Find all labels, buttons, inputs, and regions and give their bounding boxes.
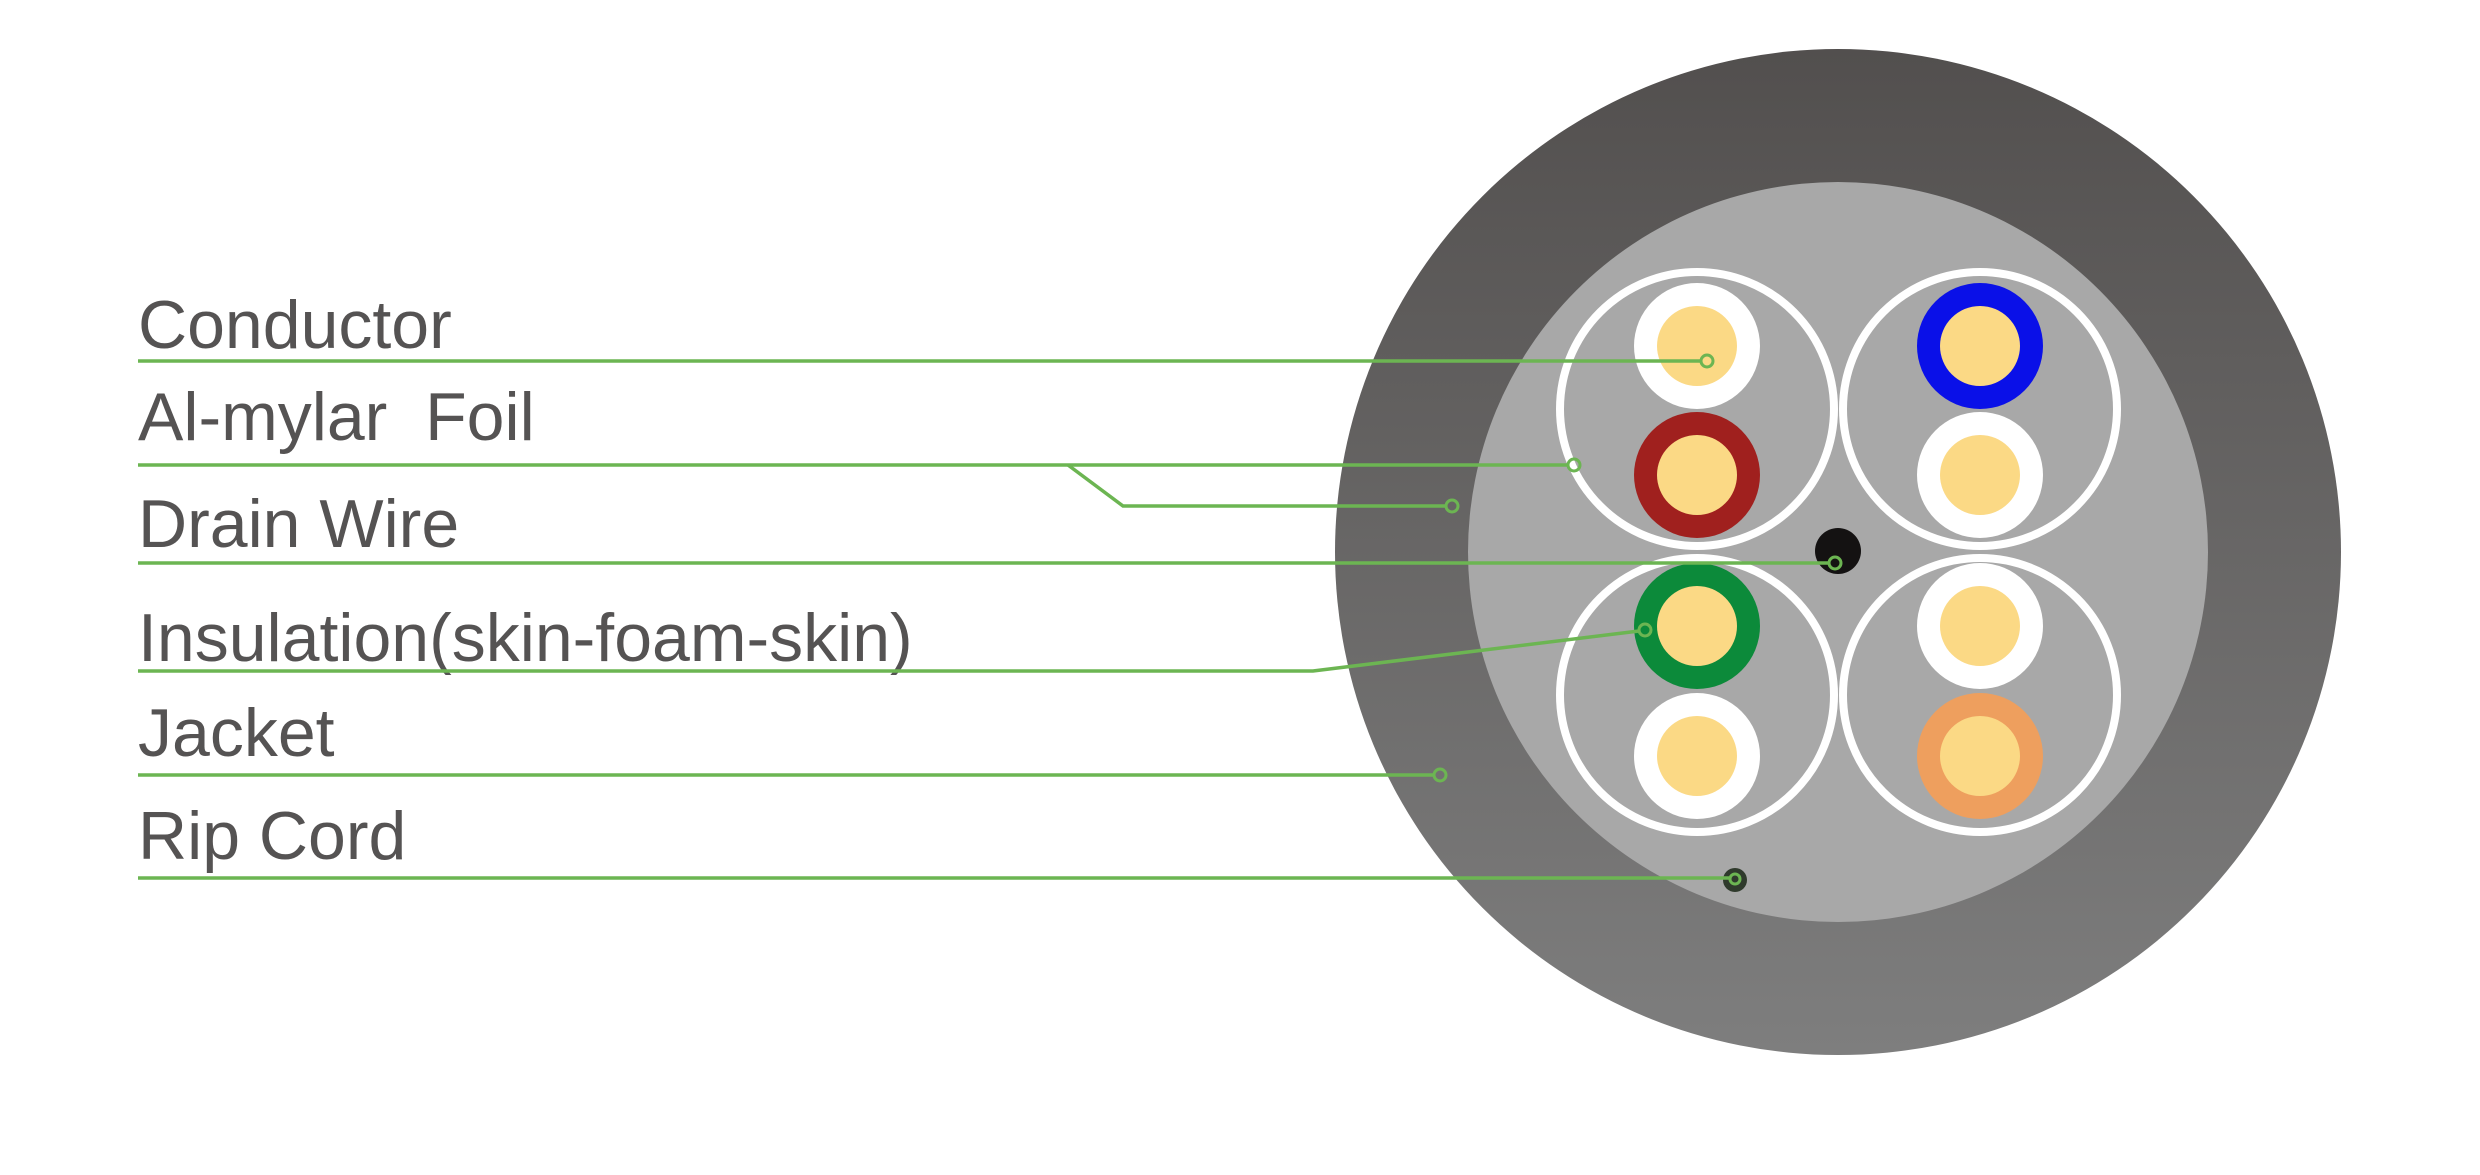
conductor bbox=[1940, 435, 2020, 515]
conductor bbox=[1657, 306, 1737, 386]
leader-foil-branch bbox=[1066, 463, 1446, 508]
rip-cord bbox=[1723, 868, 1747, 892]
label-drain-wire: Drain Wire bbox=[138, 486, 459, 562]
label-insulation: Insulation(skin-foam-skin) bbox=[138, 600, 913, 676]
leader-insulation bbox=[138, 629, 1640, 673]
leader-conductor-dot bbox=[1699, 353, 1715, 369]
leader-foil-dot bbox=[1566, 457, 1582, 473]
leader-jacket-dot bbox=[1432, 767, 1448, 783]
conductor bbox=[1657, 586, 1737, 666]
label-foil: Al-mylar Foil bbox=[138, 379, 535, 455]
label-conductor: Conductor bbox=[138, 287, 452, 363]
foil-pair-3 bbox=[1556, 554, 1838, 836]
conductor bbox=[1657, 435, 1737, 515]
leader-rip-cord-dot bbox=[1728, 872, 1742, 886]
foil-pair-2 bbox=[1839, 268, 2121, 550]
foil-pair-1 bbox=[1556, 268, 1838, 550]
conductor bbox=[1940, 716, 2020, 796]
leader-foil-branch-dot bbox=[1444, 498, 1460, 514]
label-rip-cord: Rip Cord bbox=[138, 798, 406, 874]
leader-drain-wire-dot bbox=[1827, 555, 1843, 571]
label-jacket: Jacket bbox=[138, 695, 335, 771]
conductor bbox=[1940, 306, 2020, 386]
conductor bbox=[1657, 716, 1737, 796]
conductor bbox=[1940, 586, 2020, 666]
foil-pair-4 bbox=[1839, 554, 2121, 836]
wires bbox=[1634, 283, 2043, 819]
leader-insulation-dot bbox=[1637, 622, 1653, 638]
